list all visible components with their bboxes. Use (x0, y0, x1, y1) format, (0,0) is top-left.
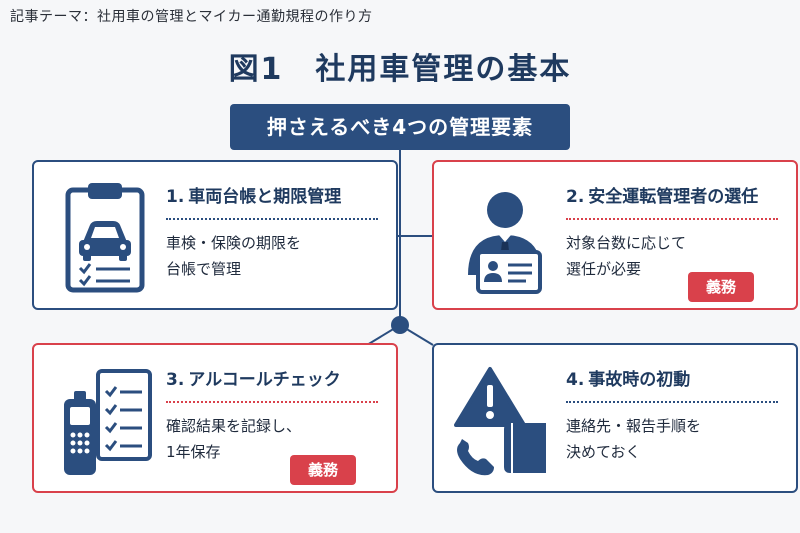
card-title: 4.事故時の初動 (566, 370, 691, 390)
clipboard-car-icon (65, 183, 145, 293)
card-alcohol-check: 3.アルコールチェック 確認結果を記録し、 1年保存 義務 (32, 343, 398, 493)
article-topic: 記事テーマ：社用車の管理とマイカー通勤規程の作り方 (10, 9, 373, 25)
divider (566, 401, 778, 403)
card-safety-manager: 2.安全運転管理者の選任 対象台数に応じて 選任が必要 義務 (432, 160, 798, 310)
card-accident-response: 4.事故時の初動 連絡先・報告手順を 決めておく (432, 343, 798, 493)
card-vehicle-ledger: 1.車両台帳と期限管理 車検・保険の期限を 台帳で管理 (32, 160, 398, 310)
divider (166, 218, 378, 220)
card-title: 1.車両台帳と期限管理 (166, 187, 342, 207)
figure-title: 図1 社用車管理の基本 (228, 52, 572, 87)
warning-phone-manual-icon (454, 367, 546, 476)
manager-id-card-icon (468, 192, 542, 294)
mandatory-badge: 義務 (688, 272, 754, 302)
core-elements-label: 押さえるべき4つの管理要素 (230, 104, 570, 150)
card-title: 3.アルコールチェック (166, 370, 341, 390)
card-description: 対象台数に応じて 選任が必要 (566, 234, 687, 278)
card-description: 連絡先・報告手順を 決めておく (566, 417, 702, 461)
divider (166, 401, 378, 403)
card-title: 2.安全運転管理者の選任 (566, 187, 759, 207)
hub-node (391, 316, 409, 334)
card-description: 車検・保険の期限を 台帳で管理 (166, 234, 302, 278)
card-description: 確認結果を記録し、 1年保存 (166, 417, 302, 461)
mandatory-badge: 義務 (290, 455, 356, 485)
breathalyzer-checklist-icon (64, 369, 152, 475)
divider (566, 218, 778, 220)
